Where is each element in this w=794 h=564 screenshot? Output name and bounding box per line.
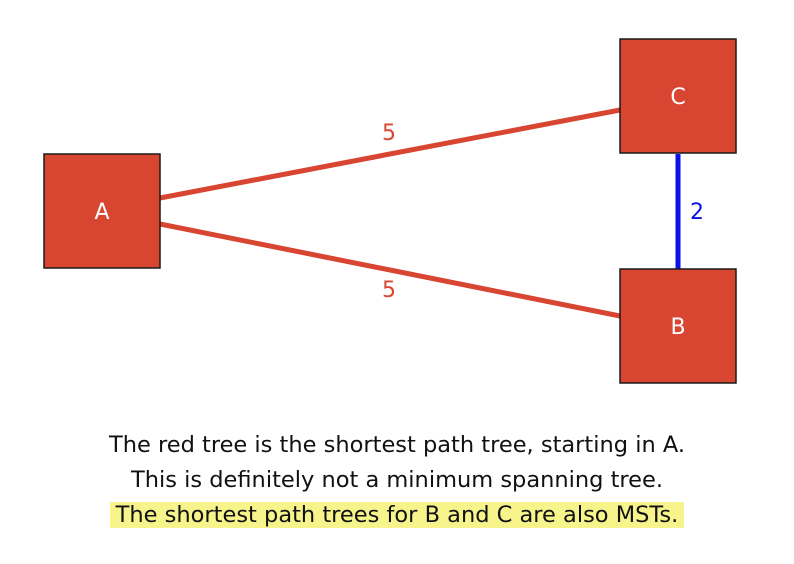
node-b-box	[619, 268, 737, 384]
node-c-label: C	[670, 85, 685, 110]
edge-a-b	[159, 221, 621, 319]
node-c-box	[619, 38, 737, 154]
edge-a-b-weight: 5	[382, 278, 396, 303]
caption: The red tree is the shortest path tree, …	[0, 428, 794, 533]
node-c: C	[619, 38, 737, 154]
edge-a-c	[159, 107, 621, 201]
caption-line-3-highlighted: The shortest path trees for B and C are …	[109, 502, 685, 528]
edge-a-c-weight: 5	[382, 121, 396, 146]
node-b: B	[619, 268, 737, 384]
node-a: A	[43, 153, 161, 269]
graph-diagram: 5 5 2 A C B	[43, 38, 737, 384]
caption-line-1: The red tree is the shortest path tree, …	[108, 432, 686, 458]
node-a-label: A	[94, 200, 109, 225]
node-b-label: B	[670, 315, 685, 340]
edge-c-b-weight: 2	[690, 200, 704, 225]
caption-line-3-wrapper: The shortest path trees for B and C are …	[0, 498, 794, 533]
node-a-box	[43, 153, 161, 269]
caption-line-2: This is definitely not a minimum spannin…	[131, 467, 663, 493]
